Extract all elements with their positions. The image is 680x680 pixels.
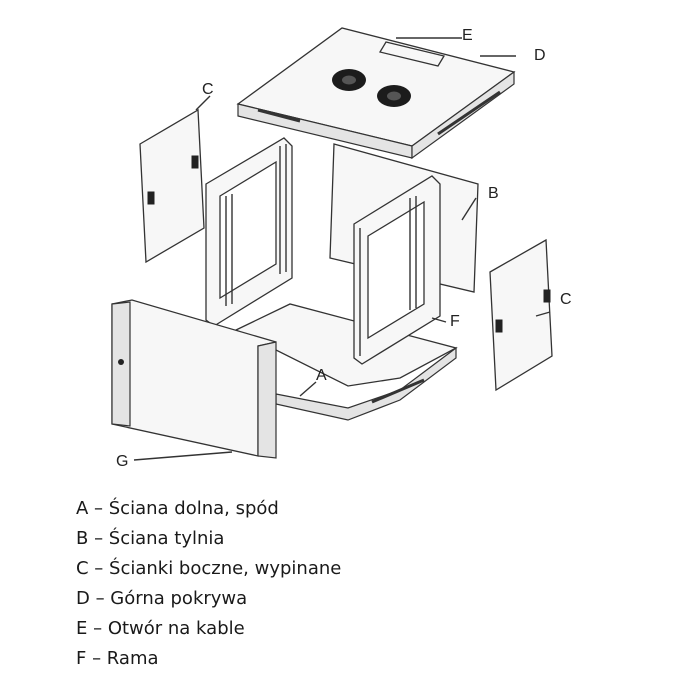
rack-cabinet-exploded-view: C E D B C F A G [111,27,572,470]
bottom-wall [234,303,458,421]
legend-item: E – Otwór na kable [76,618,245,639]
label-f: F [450,313,460,330]
label-c-left: C [202,81,214,98]
fan-icon [377,85,411,107]
legend-item: B – Ściana tylnia [76,528,225,549]
legend-item: D – Górna pokrywa [76,588,248,609]
label-e: E [462,27,473,44]
label-b: B [488,185,499,202]
top-cover [236,27,516,160]
fan-icon [332,69,366,91]
label-c-right: C [560,291,572,308]
label-d: D [534,47,546,64]
legend-item: A – Ściana dolna, spód [76,498,279,519]
door-lock-icon [118,359,124,365]
legend-item: C – Ścianki boczne, wypinane [76,558,342,579]
legend: A – Ściana dolna, spód B – Ściana tylnia… [76,494,341,674]
frame-back-left [205,137,293,327]
front-door [111,299,277,459]
legend-item: F – Rama [76,648,159,669]
label-a: A [316,367,327,384]
side-wall-left [139,108,205,264]
side-wall-right [489,238,553,392]
label-g: G [116,453,128,470]
frame-front-right [353,175,441,365]
